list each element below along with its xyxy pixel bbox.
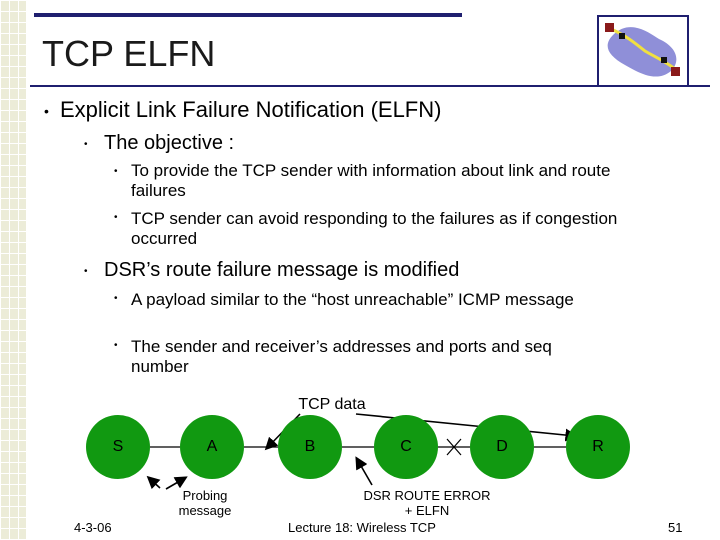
bullet-dsr-1: A payload similar to the “host unreachab… (131, 290, 574, 309)
node-c (374, 415, 438, 479)
bullet-marker: • (44, 103, 49, 119)
bullet-marker: • (114, 340, 118, 351)
footer-lecture: Lecture 18: Wireless TCP (288, 520, 436, 535)
node-r-label: R (592, 438, 604, 455)
bullet-marker: • (84, 266, 88, 277)
title-rule (30, 85, 710, 87)
slide-title: TCP ELFN (42, 33, 216, 74)
top-rule (34, 13, 462, 17)
node-d-label: D (496, 438, 508, 455)
dsr-route-error-label: DSR ROUTE ERROR + ELFN (363, 488, 491, 518)
node-a-label: A (206, 438, 218, 455)
probing-arrow-right (165, 476, 188, 490)
probing-message-label: Probing message (178, 488, 232, 518)
bullet-marker: • (84, 139, 88, 150)
bullet-marker: • (114, 293, 118, 304)
node-d (470, 415, 534, 479)
node-s (86, 415, 150, 479)
bullet-dsr-2: The sender and receiver’s addresses and … (131, 337, 552, 376)
page-number: 51 (668, 520, 683, 535)
decorative-side-strip (0, 0, 26, 540)
bullet-objective-1: To provide the TCP sender with informati… (131, 161, 611, 200)
bullet-dsr: DSR’s route failure message is modified (104, 259, 460, 281)
node-b-label: B (304, 438, 316, 455)
bullet-marker: • (114, 212, 118, 223)
probing-arrow-left (146, 475, 161, 490)
node-a (180, 415, 244, 479)
bullet-objective: The objective : (104, 132, 235, 154)
footer-date: 4-3-06 (74, 520, 112, 535)
node-s-label: S (112, 438, 124, 455)
route-error-arrow (355, 456, 373, 486)
broken-link-icon (446, 438, 462, 456)
network-logo-icon (597, 15, 689, 87)
bullet-elfn: Explicit Link Failure Notification (ELFN… (60, 97, 442, 122)
bullet-marker: • (114, 166, 118, 177)
tcp-data-arrow-right (355, 413, 579, 442)
node-b (278, 415, 342, 479)
node-r (566, 415, 630, 479)
tcp-data-label: TCP data (298, 396, 366, 413)
node-c-label: C (400, 438, 412, 455)
bullet-objective-2: TCP sender can avoid responding to the f… (131, 209, 618, 248)
